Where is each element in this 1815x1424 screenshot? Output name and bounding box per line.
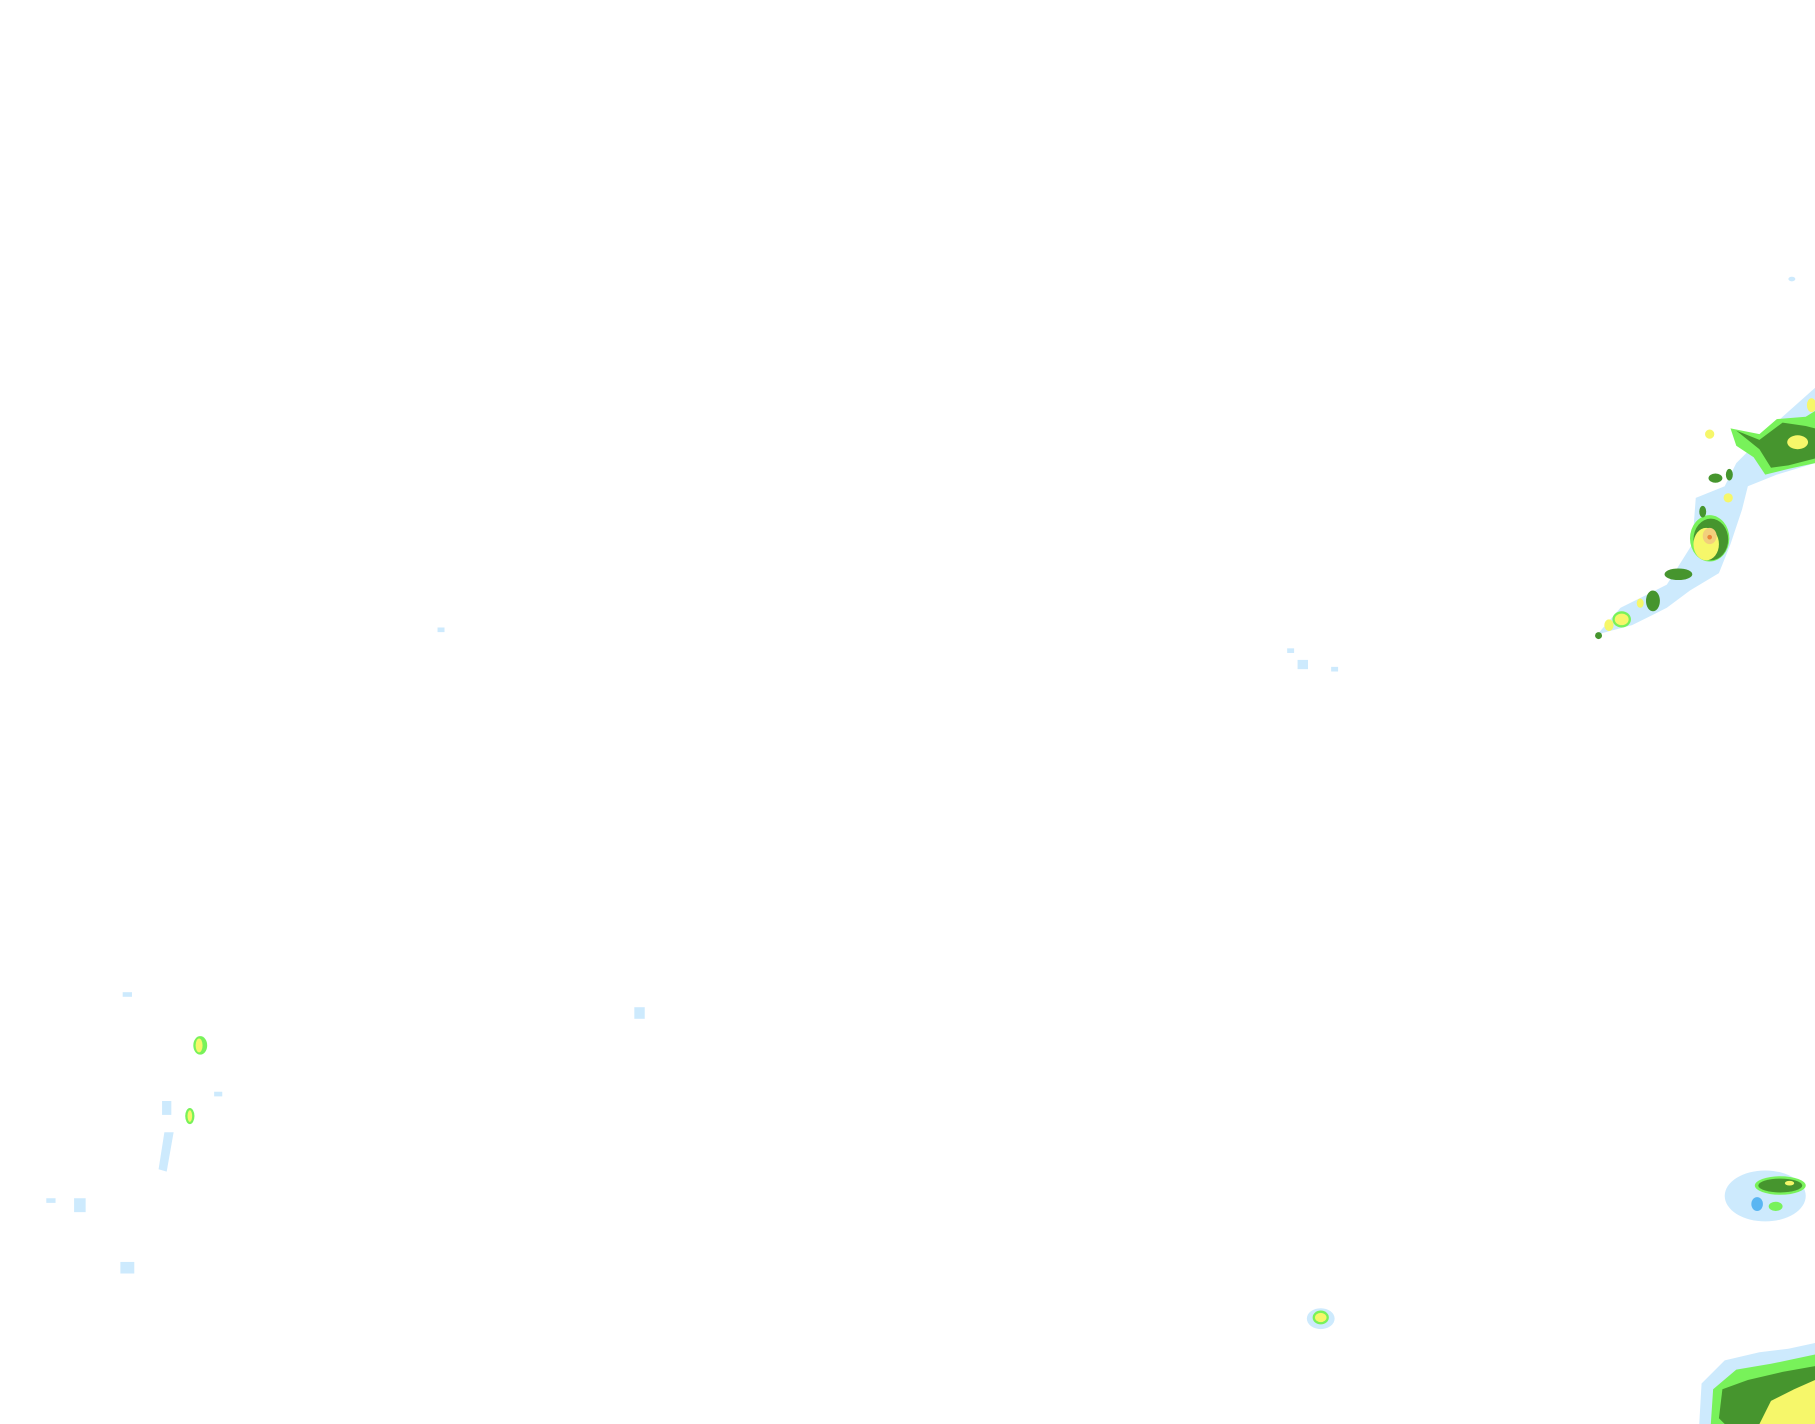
light-echo — [158, 1132, 174, 1172]
rain-echo — [1768, 1201, 1783, 1211]
intense-echo — [1636, 598, 1644, 608]
intense-echo — [1614, 613, 1629, 626]
light-echo — [214, 1091, 223, 1097]
light-echo — [162, 1100, 172, 1115]
heavy-rain-echo — [1725, 468, 1733, 481]
storm-cluster-southeast — [1306, 1170, 1815, 1424]
heavy-rain-echo — [1708, 473, 1723, 483]
heavy-rain-echo — [1664, 568, 1693, 581]
heavy-rain-echo — [1595, 632, 1603, 640]
light-echo — [1297, 659, 1309, 670]
light-echo — [1287, 648, 1295, 653]
light-echo — [46, 1198, 56, 1203]
intense-echo — [1705, 429, 1715, 439]
light-echo — [634, 1007, 645, 1019]
light-echo — [120, 1261, 135, 1274]
intense-echo — [1787, 435, 1809, 450]
storm-cluster-northeast — [1595, 276, 1815, 640]
heavy-rain-echo — [1646, 590, 1660, 612]
light-echo — [1331, 666, 1339, 672]
moderate-echo — [1751, 1197, 1763, 1211]
storm-cluster-southwest — [46, 627, 1339, 1274]
intense-echo — [1604, 619, 1614, 631]
intense-echo — [1759, 1380, 1815, 1424]
intense-echo — [195, 1038, 203, 1053]
heavy-rain-echo — [1758, 1178, 1803, 1193]
intense-echo — [1314, 1312, 1327, 1323]
light-echo — [1788, 276, 1796, 282]
intense-echo — [1806, 398, 1815, 413]
intense-echo — [1723, 493, 1733, 503]
heavy-rain-echo — [1699, 505, 1707, 518]
intense-echo — [187, 1110, 193, 1122]
intense-echo — [1784, 1180, 1795, 1186]
extreme-echo — [1707, 534, 1712, 540]
light-echo — [122, 992, 132, 997]
light-echo — [74, 1198, 86, 1213]
heavy-rain-echo — [1736, 422, 1815, 468]
light-echo — [437, 627, 445, 633]
